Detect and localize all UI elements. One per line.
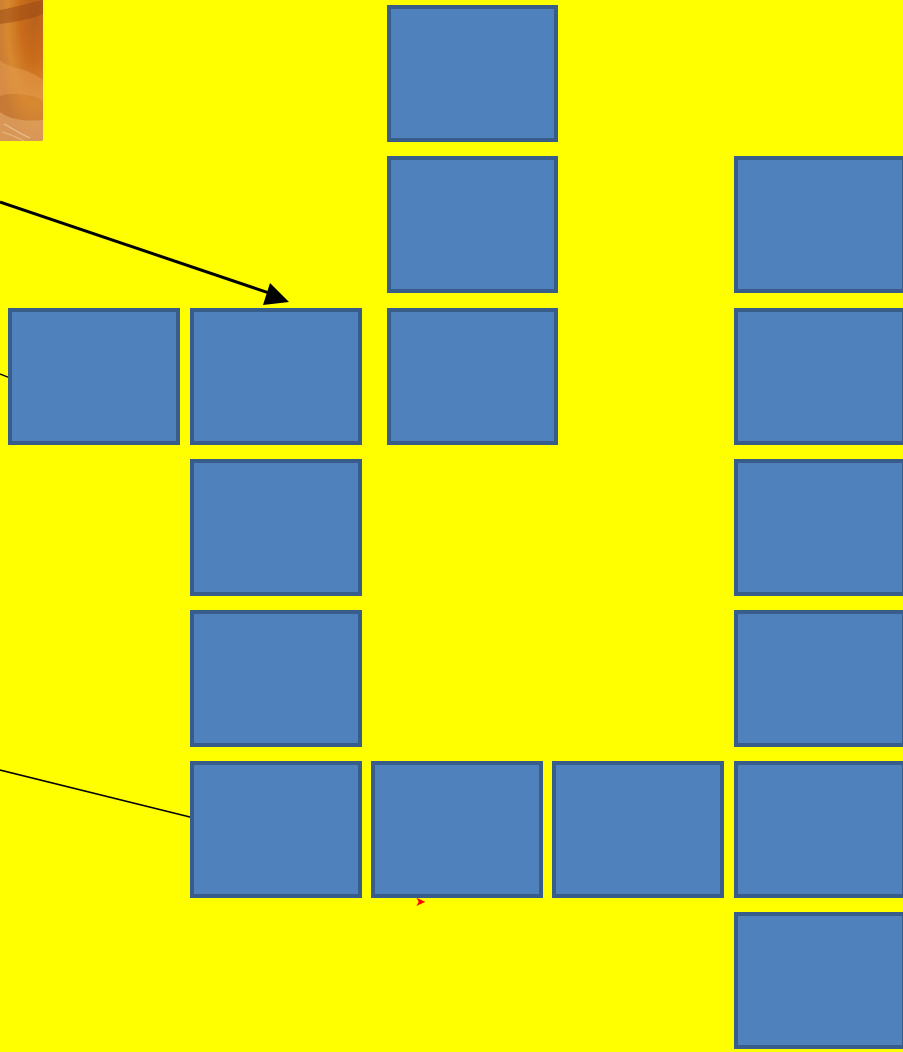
grid-cell-col3-row3[interactable] [387, 308, 558, 445]
grid-cell-col5-row3[interactable] [734, 308, 903, 445]
photo-thumbnail [0, 0, 43, 141]
arrowhead-1 [263, 283, 289, 305]
pointer-arrow-1 [0, 202, 272, 294]
grid-cell-col5-row6[interactable] [734, 761, 903, 898]
grid-cell-col2-row4[interactable] [190, 459, 362, 596]
grid-cell-row6-cell2[interactable] [371, 761, 543, 898]
grid-cell-col2-row5[interactable] [190, 610, 362, 747]
grid-cell-col5-row2[interactable] [734, 156, 903, 293]
grid-cell-col5-row4[interactable] [734, 459, 903, 596]
grid-cell-col5-row7[interactable] [734, 912, 903, 1049]
pointer-arrow-3 [0, 770, 198, 819]
grid-cell-col3-row2[interactable] [387, 156, 558, 293]
grid-cell-col2-row3[interactable] [190, 308, 362, 445]
grid-cell-col1-row3[interactable] [8, 308, 180, 445]
grid-cell-col5-row5[interactable] [734, 610, 903, 747]
grid-cell-row6-cell3[interactable] [552, 761, 724, 898]
photo-thumbnail-icon [0, 0, 43, 141]
grid-cell-col2-row6[interactable] [190, 761, 362, 898]
grid-cell-col3-row1[interactable] [387, 5, 558, 142]
red-arrow-bullet-icon: ➤ [415, 894, 426, 910]
